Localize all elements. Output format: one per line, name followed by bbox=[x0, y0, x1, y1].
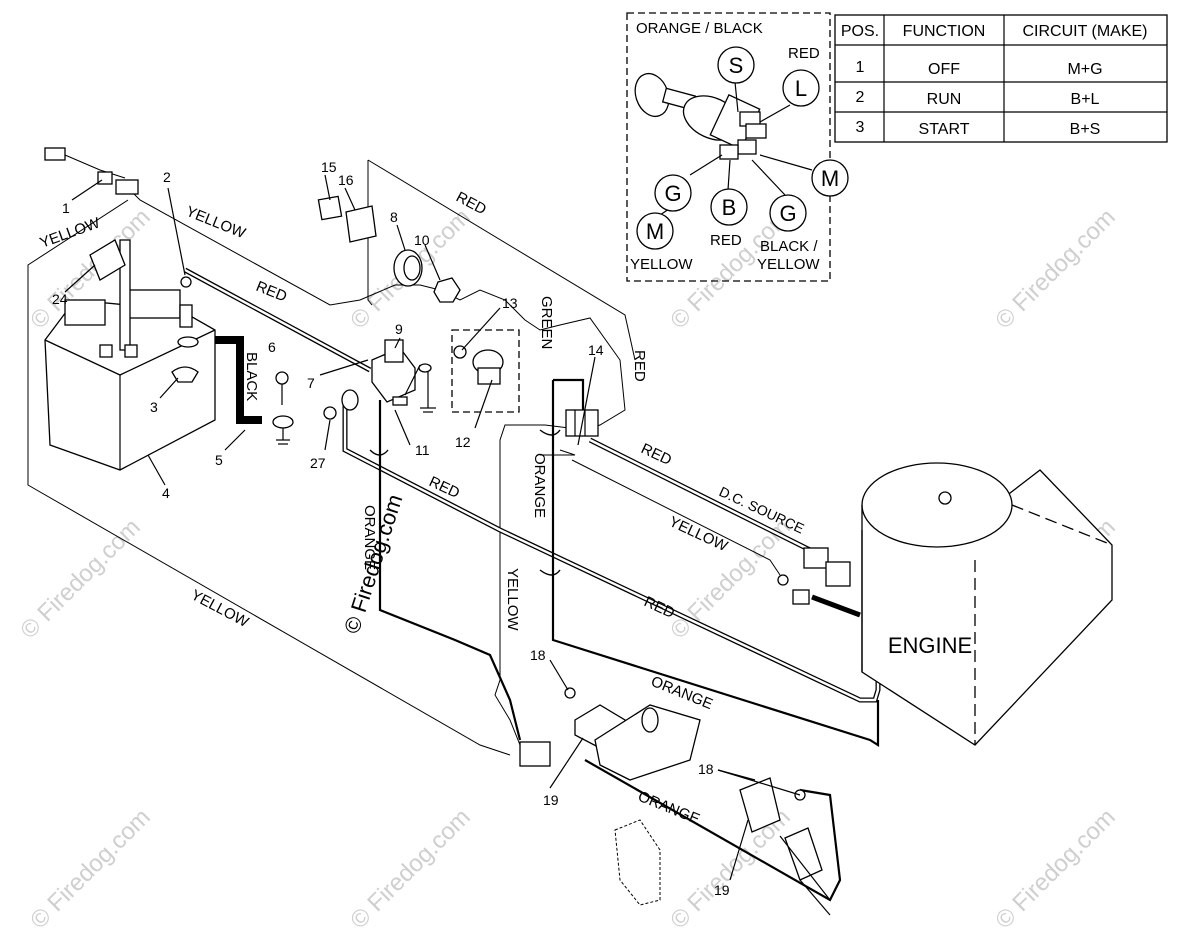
starter-solenoid bbox=[341, 339, 436, 413]
callout-24: 24 bbox=[52, 291, 68, 307]
terminal-b: B bbox=[722, 195, 737, 220]
wire-label-red: RED bbox=[788, 45, 820, 62]
table-cell: 1 bbox=[856, 59, 865, 76]
wire-label-yellow: YELLOW bbox=[184, 203, 249, 242]
table-header: CIRCUIT (MAKE) bbox=[1022, 23, 1147, 40]
inset-title: ORANGE / BLACK bbox=[636, 20, 763, 37]
wire-label-red: RED bbox=[426, 473, 462, 502]
wire-label-red: RED bbox=[641, 593, 677, 622]
terminal-m: M bbox=[646, 219, 664, 244]
ignition-switch-inset: ORANGE / BLACK RED S L M G B bbox=[626, 12, 849, 282]
ignition-key-icon bbox=[634, 72, 767, 160]
battery-hardware bbox=[171, 276, 337, 445]
wire-label-black: BLACK bbox=[243, 352, 260, 401]
callout-15: 15 bbox=[321, 159, 337, 175]
watermark: © Firedog.com bbox=[990, 204, 1121, 335]
callout-18: 18 bbox=[530, 647, 546, 663]
bracket bbox=[614, 819, 661, 906]
watermark: © Firedog.com bbox=[25, 804, 156, 935]
orange-wires bbox=[369, 378, 880, 902]
callout-27: 27 bbox=[310, 455, 326, 471]
table-cell: START bbox=[919, 121, 970, 138]
callout-3: 3 bbox=[150, 399, 158, 415]
callout-12: 12 bbox=[455, 434, 471, 450]
callout-1: 1 bbox=[62, 200, 70, 216]
battery bbox=[44, 239, 216, 471]
terminal-g: G bbox=[779, 201, 796, 226]
watermark: © Firedog.com bbox=[990, 804, 1121, 935]
terminal-g: G bbox=[664, 181, 681, 206]
callout-14: 14 bbox=[588, 342, 604, 358]
table-header: POS. bbox=[841, 23, 879, 40]
table-cell: 2 bbox=[856, 89, 865, 106]
watermark: © Firedog.com bbox=[15, 514, 146, 645]
wire-label-orange: ORANGE bbox=[636, 788, 703, 828]
callout-6: 6 bbox=[268, 339, 276, 355]
part-callouts: 1 2 3 4 5 6 7 8 9 10 11 12 13 14 15 16 1… bbox=[52, 159, 801, 898]
callout-8: 8 bbox=[390, 209, 398, 225]
yellow-harness bbox=[27, 159, 781, 756]
callout-18: 18 bbox=[698, 761, 714, 777]
cap-part-8 bbox=[393, 249, 423, 287]
wire-label-orange: ORANGE bbox=[531, 453, 548, 518]
switch-position-table: POS. FUNCTION CIRCUIT (MAKE) 1 OFF M+G 2… bbox=[834, 14, 1168, 143]
callout-7: 7 bbox=[307, 375, 315, 391]
black-ground-cable bbox=[200, 336, 262, 424]
callout-19: 19 bbox=[714, 882, 730, 898]
wire-label-red: RED bbox=[710, 232, 742, 249]
callout-16: 16 bbox=[338, 172, 354, 188]
dc-source-connector bbox=[777, 547, 861, 618]
callout-19: 19 bbox=[543, 792, 559, 808]
wire-label-black-yellow: BLACK / bbox=[760, 238, 818, 255]
nut-part-10 bbox=[433, 277, 461, 303]
terminal-l: L bbox=[795, 76, 807, 101]
wire-label-yellow: YELLOW bbox=[504, 568, 521, 631]
callout-13: 13 bbox=[502, 295, 518, 311]
watermark: © Firedog.com bbox=[345, 804, 476, 935]
terminal-s: S bbox=[729, 53, 744, 78]
wire-label-yellow: YELLOW bbox=[666, 513, 731, 555]
table-cell: B+S bbox=[1070, 121, 1101, 138]
callout-4: 4 bbox=[162, 485, 170, 501]
wire-connector-1 bbox=[44, 147, 139, 195]
table-cell: RUN bbox=[927, 91, 962, 108]
table-cell: B+L bbox=[1071, 91, 1100, 108]
wire-label-red: RED bbox=[631, 350, 648, 382]
terminal-m: M bbox=[821, 166, 839, 191]
callout-10: 10 bbox=[414, 232, 430, 248]
callout-2: 2 bbox=[163, 169, 171, 185]
fuse-part-15 bbox=[317, 195, 343, 221]
wire-label-red: RED bbox=[254, 278, 290, 306]
table-cell: 3 bbox=[856, 119, 865, 136]
ignition-switch bbox=[451, 329, 520, 413]
seat-switch bbox=[519, 687, 701, 781]
callout-9: 9 bbox=[395, 321, 403, 337]
wire-label-yellow: YELLOW bbox=[630, 256, 693, 273]
engine-label: ENGINE bbox=[888, 633, 972, 658]
wire-label-green: GREEN bbox=[538, 296, 555, 349]
red-wires bbox=[183, 267, 881, 703]
table-cell: M+G bbox=[1067, 61, 1102, 78]
pto-switch bbox=[739, 777, 831, 916]
wire-label-orange: ORANGE bbox=[361, 505, 378, 570]
wire-label-black-yellow: YELLOW bbox=[757, 256, 820, 273]
callout-11: 11 bbox=[415, 442, 430, 458]
table-header: FUNCTION bbox=[903, 23, 986, 40]
callout-5: 5 bbox=[215, 452, 223, 468]
table-cell: OFF bbox=[928, 61, 960, 78]
engine: ENGINE bbox=[861, 462, 1113, 746]
fuse-holder-part-16 bbox=[345, 205, 377, 243]
